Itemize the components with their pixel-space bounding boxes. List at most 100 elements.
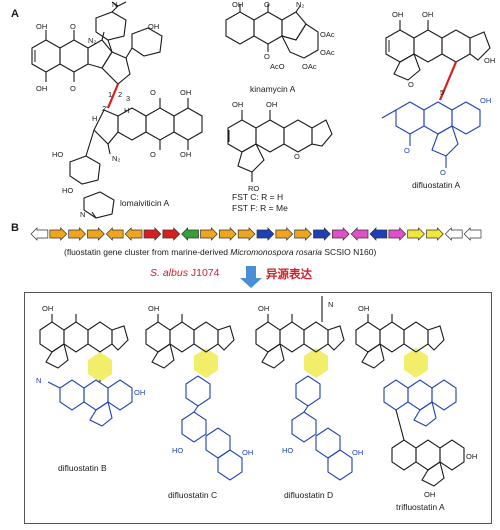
gene-arrow — [256, 227, 275, 241]
atom-n: N — [112, 0, 118, 9]
atom-o: O — [150, 88, 156, 97]
atom-o: O — [70, 84, 76, 93]
gene-arrow — [143, 227, 162, 241]
atom-oh: OH — [180, 88, 192, 97]
panel-b-label: B — [11, 222, 19, 234]
atom-oh: OH — [36, 84, 48, 93]
atom-oac: OAc — [320, 30, 335, 39]
fst-c-label: FST C: R = H — [232, 192, 284, 202]
gene-arrow — [124, 227, 143, 241]
atom-oh: OH — [352, 448, 364, 457]
atom-oh: OH — [242, 448, 254, 457]
host-strain: S. albus J1074 — [150, 267, 220, 279]
gene-arrow — [388, 227, 407, 241]
gene-arrow — [463, 227, 482, 241]
lomaiviticin-label: lomaiviticin A — [120, 198, 170, 208]
atom-oh: OH — [480, 96, 492, 105]
gene-arrow — [294, 227, 312, 241]
atom-n2: N₂ — [112, 154, 121, 163]
lomaiviticin-bottom-rings — [93, 98, 203, 155]
atom-n2: N₂ — [88, 36, 97, 45]
atom-ro: RO — [248, 184, 260, 193]
atom-o: O — [294, 152, 300, 161]
atom-aco: AcO — [270, 62, 285, 71]
gene-arrow — [200, 227, 218, 241]
atom-oh: OH — [42, 304, 54, 313]
gene-arrow — [218, 227, 237, 241]
atom-oh: OH — [134, 388, 146, 397]
lomaiviticin-dimer-bond — [106, 83, 120, 109]
atom-o: O — [70, 22, 76, 31]
atom-o: O — [264, 52, 270, 61]
atom-oh: OH — [358, 304, 370, 313]
atom-oh: OH — [392, 10, 404, 19]
atom-n: N — [328, 300, 334, 309]
atom-num-5p: 5' — [440, 88, 446, 97]
atom-oh: OH — [422, 10, 434, 19]
gene-arrow — [369, 227, 388, 241]
atom-oac: OAc — [302, 62, 317, 71]
fst-rings — [227, 110, 333, 182]
heterologous-expression-label: 异源表达 — [266, 269, 312, 281]
atom-ho: HO — [172, 446, 184, 455]
gene-arrow — [331, 227, 350, 241]
difluostatin-d-label: difluostatin D — [284, 490, 334, 500]
difluostatin-a-top-rings — [385, 20, 491, 81]
trifluostatin-a-label: trifluostatin A — [396, 502, 445, 512]
atom-oh: OH — [266, 100, 278, 109]
gene-cluster-caption: (fluostatin gene cluster from marine-der… — [64, 247, 377, 257]
atom-o: O — [150, 150, 156, 159]
atom-n2: N₂ — [296, 0, 305, 9]
atom-n: N — [36, 376, 42, 385]
atom-num-3: 3 — [126, 94, 131, 103]
atom-n: N — [80, 210, 86, 219]
atom-oh: OH — [180, 150, 192, 159]
gene-arrow — [49, 227, 68, 241]
atom-oac: OAc — [320, 48, 335, 57]
gene-arrow — [275, 227, 294, 241]
atom-oh: OH — [258, 304, 270, 313]
difluostatin-c-label: difluostatin C — [168, 490, 218, 500]
atom-ho: HO — [282, 446, 294, 455]
atom-num-2p: 2' — [102, 104, 108, 113]
panel-a-label: A — [11, 8, 19, 20]
expression-arrow — [240, 266, 262, 288]
panel-a-structures — [31, 1, 491, 219]
gene-arrow — [237, 227, 256, 241]
gene-arrow — [105, 227, 124, 241]
atom-o: O — [404, 146, 410, 155]
atom-o: O — [408, 80, 414, 89]
atom-h: H — [124, 106, 130, 115]
atom-ho: HO — [52, 150, 64, 159]
atom-o: O — [264, 0, 270, 9]
fst-f-label: FST F: R = Me — [232, 203, 288, 213]
difluostatin-a-dimer-bond — [438, 61, 458, 101]
difluostatin-b-label: difluostatin B — [58, 463, 107, 473]
atom-h: H — [92, 114, 98, 123]
difluostatin-a-label: difluostatin A — [412, 180, 461, 190]
gene-arrow — [68, 227, 86, 241]
atom-oh: OH — [466, 452, 478, 461]
kinamycin-label: kinamycin A — [250, 84, 296, 94]
atom-oh: OH — [424, 490, 436, 499]
gene-arrow — [87, 227, 105, 241]
gene-arrow — [350, 227, 369, 241]
atom-ho: HO — [62, 186, 74, 195]
lomaiviticin-top-rings — [31, 30, 131, 85]
atom-o: O — [440, 168, 446, 177]
atom-num-2: 2 — [118, 90, 123, 99]
atom-num-1: 1 — [108, 90, 113, 99]
gene-arrow — [30, 227, 49, 241]
gene-arrow — [181, 227, 199, 241]
gene-cluster — [30, 227, 482, 241]
kinamycin-rings — [225, 4, 319, 59]
atom-oh: OH — [484, 56, 496, 65]
products-box — [24, 292, 492, 524]
gene-arrow — [444, 227, 463, 241]
atom-oh: OH — [232, 100, 244, 109]
gene-arrow — [426, 227, 444, 241]
gene-arrow — [407, 227, 425, 241]
gene-arrow — [162, 227, 181, 241]
atom-oh: OH — [36, 22, 48, 31]
